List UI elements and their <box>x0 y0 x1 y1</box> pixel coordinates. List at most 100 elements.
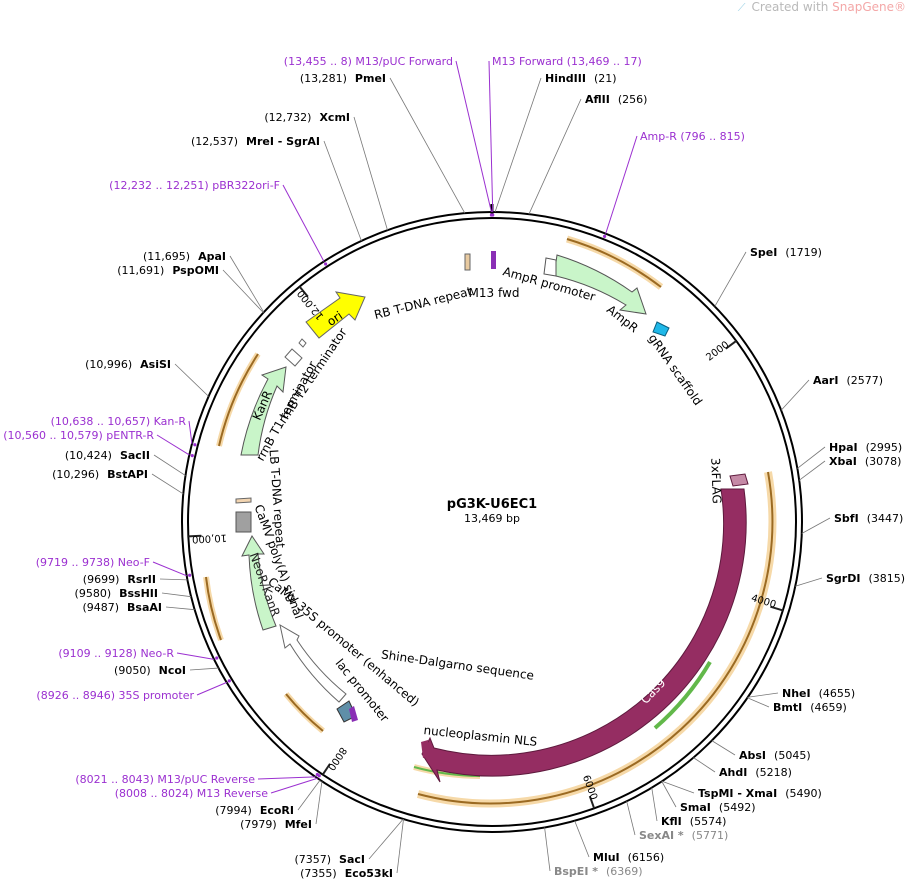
orf-arc-kanr-line <box>218 353 259 447</box>
site-position: (11,691) <box>117 264 164 277</box>
tick-mark <box>321 763 331 776</box>
site-position: (5218) <box>755 766 792 779</box>
site-position: (21) <box>594 72 617 85</box>
site-name: XbaI <box>829 455 857 468</box>
site-position: (6156) <box>628 851 665 864</box>
tick-label: 8000 <box>325 745 348 772</box>
site-position: (10,424) <box>65 449 112 462</box>
orf-arc-cas9-inner <box>653 660 712 730</box>
restriction-site-label: AbsI(5045) <box>739 749 811 762</box>
primer-binding-mark <box>323 262 328 266</box>
restriction-site-label: (10,424)SacII <box>65 449 150 462</box>
site-leader-line <box>189 667 219 671</box>
restriction-site-label: (7994)EcoRI <box>215 804 294 817</box>
restriction-site-label: AarI(2577) <box>813 374 883 387</box>
watermark-prefix: Created with <box>751 0 829 14</box>
site-leader-line <box>711 740 736 756</box>
restriction-site-label: (11,691) PspOMI <box>117 264 219 277</box>
restriction-site-label: AhdI(5218) <box>719 766 792 779</box>
rb-tdna-box <box>464 253 471 271</box>
site-name: EcoRI <box>260 804 294 817</box>
site-position: (13,281) <box>300 72 347 85</box>
restriction-site-label: BspEI *(6369) <box>554 865 643 878</box>
site-name: AbsI <box>739 749 766 762</box>
feature-label: RB T-DNA repeat <box>373 284 474 322</box>
primer-label: (8021 .. 8043) M13/pUC Reverse <box>75 773 255 786</box>
site-position: (7357) <box>294 853 331 866</box>
restriction-site-label: (10,996)AsiSI <box>85 358 171 371</box>
feature-shapes <box>235 251 749 783</box>
site-leader-line <box>368 818 404 860</box>
site-name: RsrII <box>127 573 156 586</box>
restriction-site-label: (7979)MfeI <box>240 818 312 831</box>
site-name: SbfI <box>834 512 859 525</box>
restriction-site-label: HindIII(21) <box>545 72 617 85</box>
tick-label: 12,000 <box>296 287 327 321</box>
restriction-site-label: BmtI(4659) <box>773 701 847 714</box>
site-leader-line <box>714 251 747 307</box>
primer-label: (9719 .. 9738) Neo-F <box>36 556 150 569</box>
primer-leader-line <box>188 420 193 445</box>
site-position: (11,695) <box>143 250 190 263</box>
site-leader-line <box>574 820 590 858</box>
site-name: BssHII <box>119 587 158 600</box>
backbone-inner-ring <box>187 217 797 827</box>
site-position: (3078) <box>865 455 902 468</box>
site-position: (5492) <box>719 801 756 814</box>
site-name: HpaI <box>829 441 858 454</box>
site-name: SexAI * <box>639 829 684 842</box>
backbone <box>181 204 803 833</box>
feature-label: KanR <box>250 388 275 422</box>
feature-label: rrnB T2 terminator <box>276 326 350 426</box>
site-name: PspOMI <box>172 264 219 277</box>
camv-35s-arrow <box>279 624 347 703</box>
primer-label: (13,455 .. 8) M13/pUC Forward <box>284 55 453 68</box>
restriction-site-label: SmaI(5492) <box>680 801 755 814</box>
snapgene-watermark: ⟋ Created with SnapGene® <box>738 0 906 14</box>
site-leader-line <box>528 98 582 215</box>
kanr-arrow <box>240 366 287 456</box>
primer-label: (12,232 .. 12,251) pBR322ori-F <box>109 179 280 192</box>
orf-arc-lac-line <box>285 693 324 732</box>
site-position: (10,996) <box>85 358 132 371</box>
3xflag-box <box>729 473 749 487</box>
ori-arrow <box>305 291 366 339</box>
restriction-site-label: (12,537)MreI - SgrAI <box>191 135 320 148</box>
site-leader-line <box>626 801 636 836</box>
site-position: (5771) <box>692 829 729 842</box>
site-name: BsaAI <box>127 601 162 614</box>
site-position: (9699) <box>83 573 120 586</box>
primer-label: (10,560 .. 10,579) pENTR-R <box>3 429 154 442</box>
site-leader-line <box>801 517 831 534</box>
site-leader-line <box>159 578 188 581</box>
primer-binding-mark <box>317 774 321 778</box>
primer-binding-mark <box>227 679 231 683</box>
orf-arcs <box>203 235 777 808</box>
primer-binding-mark <box>491 213 495 217</box>
site-position: (7355) <box>300 867 337 880</box>
restriction-site-label: KflI(5574) <box>661 815 726 828</box>
site-leader-line <box>494 77 542 213</box>
lb-tdna-box <box>235 497 252 504</box>
tick-mark <box>588 795 596 809</box>
tick-mark <box>770 605 784 612</box>
neor-kanr-arrow <box>241 535 277 631</box>
primer-leader-line <box>196 681 227 696</box>
primer-leader-line <box>282 184 325 262</box>
site-leader-line <box>353 116 388 231</box>
site-leader-line <box>153 454 186 476</box>
primer-label: Amp-R (796 .. 815) <box>640 130 745 143</box>
site-position: (3815) <box>868 572 905 585</box>
site-position: (10,296) <box>52 468 99 481</box>
site-position: (4655) <box>819 687 856 700</box>
site-position: (6369) <box>606 865 643 878</box>
snapgene-logo-icon: ⟋ <box>737 1 746 14</box>
restriction-site-label: (13,281)PmeI <box>300 72 386 85</box>
tick-mark <box>725 340 737 350</box>
site-position: (5490) <box>785 787 822 800</box>
site-name: NcoI <box>159 664 186 677</box>
site-name: TspMI - XmaI <box>698 787 777 800</box>
